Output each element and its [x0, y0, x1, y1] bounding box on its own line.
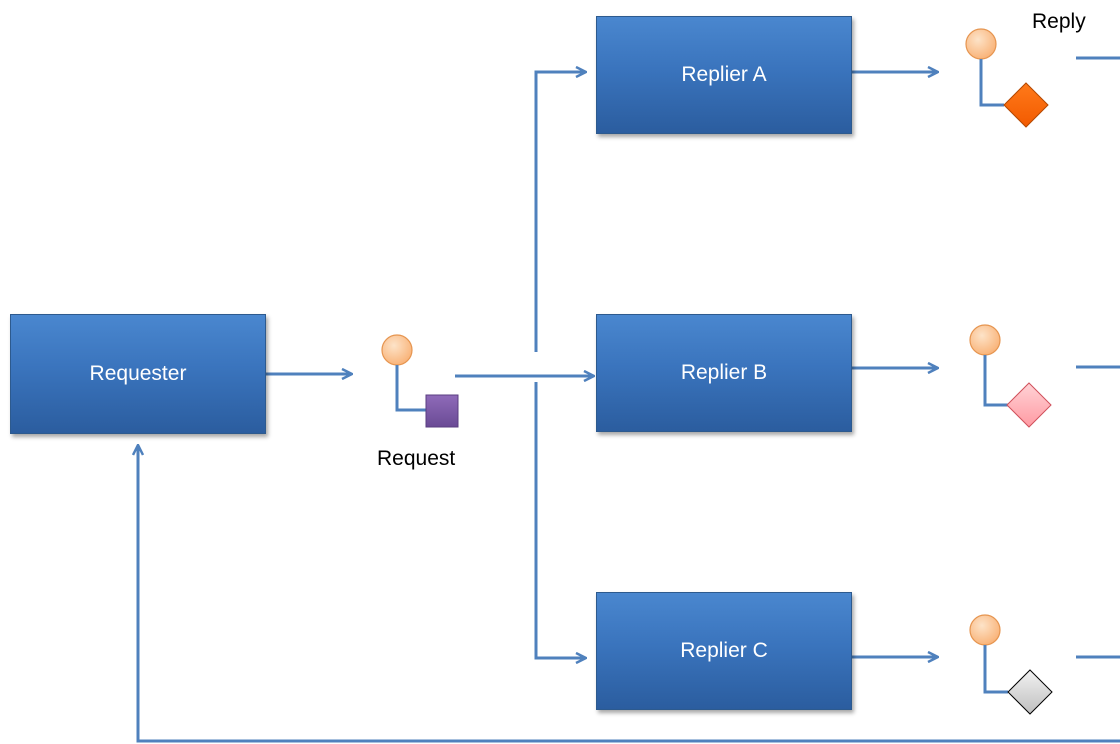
- reply-b-node: [969, 324, 1052, 428]
- arrow-to-replier-a: [534, 72, 586, 352]
- request-connector: [395, 365, 426, 412]
- request-message-node: [381, 334, 459, 428]
- requester-label: Requester: [89, 362, 187, 385]
- return-arrow-to-requester: [138, 445, 1120, 743]
- replier-c-label: Replier C: [680, 639, 768, 662]
- reply-a-node: [965, 28, 1049, 128]
- replier-a-label: Replier A: [681, 63, 767, 86]
- request-channel-circle: [381, 334, 413, 366]
- replier-b-box: Replier B: [596, 314, 852, 432]
- arrow-to-replier-c: [534, 382, 586, 658]
- reply-a-connector: [979, 59, 1004, 107]
- reply-label: Reply: [1032, 10, 1086, 33]
- replier-c-box: Replier C: [596, 592, 852, 710]
- replier-b-label: Replier B: [680, 361, 768, 384]
- replier-a-box: Replier A: [596, 16, 852, 134]
- reply-b-diamond: [1006, 382, 1052, 428]
- reply-c-diamond: [1007, 669, 1053, 715]
- request-label: Request: [377, 447, 456, 470]
- reply-a-diamond: [1003, 82, 1049, 128]
- requester-box: Requester: [10, 314, 266, 434]
- reply-c-connector: [983, 645, 1008, 694]
- reply-c-node: [969, 614, 1053, 715]
- reply-a-circle: [965, 28, 997, 60]
- reply-c-circle: [969, 614, 1001, 646]
- reply-b-connector: [983, 355, 1008, 407]
- reply-b-circle: [969, 324, 1001, 356]
- request-message-square: [425, 394, 459, 428]
